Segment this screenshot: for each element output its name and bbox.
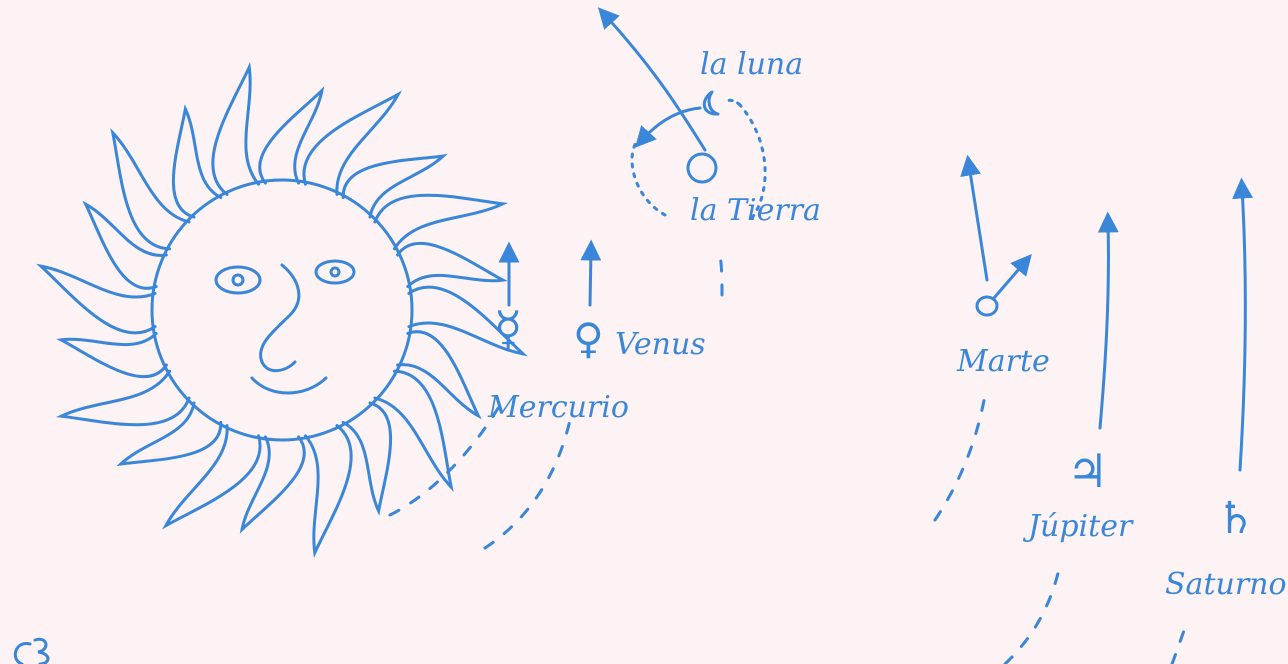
artist-signature xyxy=(15,639,48,664)
jupiter-symbol-icon: ♃ xyxy=(1067,448,1108,494)
mercury-symbol-icon: ☿ xyxy=(494,305,522,351)
earth-circle-icon xyxy=(688,154,716,182)
sun-ray xyxy=(260,91,322,183)
venus-symbol-icon: ♀ xyxy=(573,318,604,360)
sun-ray xyxy=(398,243,503,286)
sun-ray xyxy=(305,426,351,553)
saturn-label: Saturno xyxy=(1165,570,1287,600)
crescent-moon-icon xyxy=(704,92,718,114)
sun-ray xyxy=(343,156,443,217)
sun-ray xyxy=(41,266,155,333)
saturn-symbol-icon: ♄ xyxy=(1216,497,1255,541)
sun-ray xyxy=(375,195,503,249)
sun-ray xyxy=(61,333,166,376)
sun-ray xyxy=(242,437,304,529)
sun-face-icon xyxy=(41,67,523,553)
jupiter-orbit xyxy=(1005,222,1108,664)
mars-label: Marte xyxy=(957,347,1050,377)
mercury-label: Mercurio xyxy=(488,393,629,423)
sun-ray xyxy=(213,67,259,194)
sun-ray xyxy=(61,371,189,425)
sun-ray xyxy=(121,403,221,464)
earth-label: la Tierra xyxy=(690,196,821,226)
jupiter-label: Júpiter xyxy=(1028,512,1132,542)
venus-label: Venus xyxy=(615,330,706,360)
moon-label: la luna xyxy=(700,50,803,80)
mars-orbit xyxy=(935,165,987,520)
